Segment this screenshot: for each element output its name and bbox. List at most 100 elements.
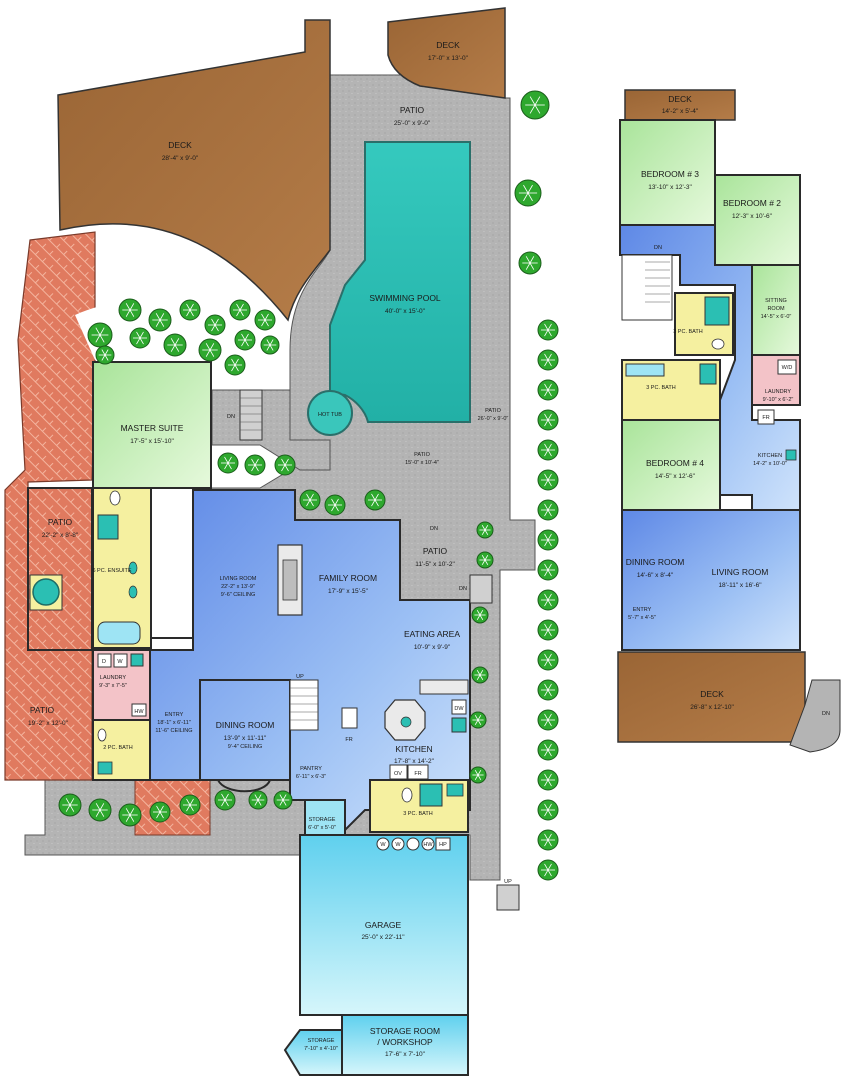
label-patio-bl-name: PATIO	[30, 705, 55, 715]
toilet-icon	[109, 490, 121, 506]
dryer-icon	[97, 653, 112, 668]
fridge-icon	[341, 707, 358, 729]
tree-icon	[537, 679, 559, 701]
tree-icon	[537, 619, 559, 641]
label-deck-upper-name: DECK	[668, 94, 692, 104]
label-kitchen-main-size: 17'-8" x 14'-2"	[394, 758, 435, 765]
deck-upper	[624, 89, 736, 121]
tree-icon	[471, 666, 489, 684]
tree-icon	[469, 711, 487, 729]
tree-icon	[260, 335, 280, 355]
label-laundry-upper-name: LAUNDRY	[765, 389, 792, 395]
tree-icon	[537, 799, 559, 821]
storage-small	[304, 799, 346, 836]
master-suite	[92, 361, 212, 489]
tree-icon	[95, 345, 115, 365]
tree-icon	[148, 308, 172, 332]
patio-tub	[32, 578, 60, 606]
pool-stairs	[239, 389, 263, 441]
walk-in-closet	[150, 487, 194, 639]
tree-icon	[469, 766, 487, 784]
label-kitchen-main-name: KITCHEN	[395, 744, 432, 754]
label-up-garage: UP	[504, 879, 512, 885]
label-living-main-name: LIVING ROOM	[220, 576, 257, 582]
garage-steps	[496, 884, 520, 911]
tree-icon	[214, 789, 236, 811]
label-hw-laundry: HW	[134, 709, 144, 715]
label-deck-upper-size: 14'-2" x 5'-4"	[662, 108, 699, 115]
tree-icon	[248, 790, 268, 810]
tree-icon	[537, 649, 559, 671]
upper-hall-blue	[619, 224, 801, 511]
label-pantry-size: 6'-11" x 6'-3"	[296, 774, 326, 780]
tree-icon	[244, 454, 266, 476]
tree-icon	[537, 709, 559, 731]
stair-upper	[621, 254, 673, 321]
garage	[299, 834, 469, 1016]
label-w-util-2: W	[395, 842, 401, 848]
label-dining-main-name: DINING ROOM	[216, 720, 275, 730]
label-up-main: UP	[296, 674, 304, 680]
label-storage-small-name: STORAGE	[309, 817, 336, 823]
toilet-icon	[711, 338, 725, 350]
tree-icon	[129, 327, 151, 349]
label-dw: DW	[454, 706, 464, 712]
sink-icon	[699, 363, 717, 385]
label-deck-top-right-name: DECK	[436, 40, 460, 50]
label-sitting-line1: SITTING	[765, 298, 787, 304]
label-dining-main-note: 9'-4" CEILING	[228, 744, 263, 750]
tree-icon	[118, 298, 142, 322]
label-bedroom4-name: BEDROOM # 4	[646, 458, 704, 468]
tree-icon	[537, 409, 559, 431]
label-workshop-line2: / WORKSHOP	[377, 1037, 433, 1047]
tree-icon	[58, 793, 82, 817]
labels: DECK 17'-0" x 13'-0" DECK 28'-4" x 9'-0"…	[28, 40, 830, 1058]
label-entry-main-name: ENTRY	[165, 712, 184, 718]
label-ensuite-1: 6 PC. ENSUITE	[92, 568, 131, 574]
tree-icon	[179, 299, 201, 321]
tree-icon	[273, 790, 293, 810]
upper-stairs-out	[789, 679, 841, 753]
label-kitchen-upper-name: KITCHEN	[758, 453, 782, 459]
laundry-sink-icon	[130, 653, 144, 667]
island-sink-icon	[400, 716, 412, 728]
pool-stairs-treads	[240, 397, 262, 431]
bathtub-icon	[97, 621, 141, 645]
label-d: D	[102, 659, 106, 665]
staircase-treads	[290, 687, 318, 721]
label-dining-main-size: 13'-9" x 11'-11"	[224, 735, 267, 742]
shower-icon	[419, 783, 443, 807]
label-patio-master-name: PATIO	[48, 517, 73, 527]
label-patio-pool-bottom-name: PATIO	[414, 452, 430, 458]
label-deck-bottom-upper-size: 26'-8" x 12'-10"	[690, 704, 734, 711]
label-master-size: 17'-5" x 15'-10"	[130, 438, 174, 445]
tree-icon	[229, 299, 251, 321]
tree-icon	[217, 452, 239, 474]
label-deck-bottom-upper-name: DECK	[700, 689, 724, 699]
label-wd-upper: W/D	[782, 365, 793, 371]
sitting-room	[751, 264, 801, 356]
tree-icon	[324, 494, 346, 516]
utility-row	[376, 837, 451, 851]
sink-icon	[128, 585, 138, 599]
label-fr-upper: FR	[762, 415, 769, 421]
label-entry-upper-name: ENTRY	[633, 607, 652, 613]
tree-icon	[514, 179, 542, 207]
label-storage-small-size: 6'-0" x 5'-0"	[308, 825, 336, 831]
label-dining-upper-size: 14'-6" x 8'-4"	[637, 572, 674, 579]
label-w: W	[117, 659, 123, 665]
bedroom2	[714, 174, 801, 266]
tree-icon	[118, 803, 142, 827]
tree-icon	[537, 439, 559, 461]
tree-icon	[537, 739, 559, 761]
label-pool-size: 40'-0" x 15'-0"	[385, 308, 426, 315]
label-entry-main-size: 18'-1" x 6'-11"	[157, 720, 190, 726]
sink-icon	[97, 761, 113, 775]
label-workshop-line1: STORAGE ROOM	[370, 1026, 440, 1036]
label-laundry-main-name: LAUNDRY	[100, 675, 127, 681]
label-dn-patio: DN	[430, 526, 438, 532]
trees-main	[58, 90, 559, 881]
label-bath3pc-upper-a: 3 PC. BATH	[673, 329, 703, 335]
label-dn-pool: DN	[227, 414, 235, 420]
tree-icon	[537, 319, 559, 341]
